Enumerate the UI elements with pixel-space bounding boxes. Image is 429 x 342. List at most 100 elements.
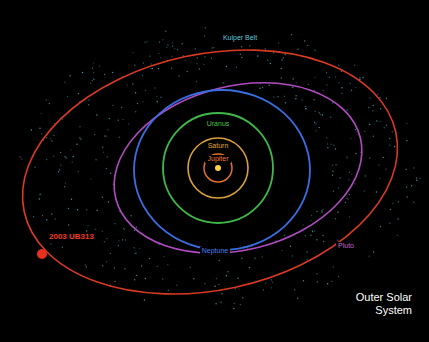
- belt-dot: [362, 77, 363, 78]
- belt-dot: [220, 301, 221, 302]
- belt-dot: [51, 213, 52, 214]
- belt-dot: [397, 218, 398, 219]
- belt-dot: [136, 226, 137, 227]
- belt-dot: [154, 87, 155, 88]
- belt-dot: [348, 179, 349, 180]
- belt-dot: [94, 134, 95, 135]
- belt-dot: [185, 60, 186, 61]
- belt-dot: [146, 41, 147, 42]
- belt-dot: [88, 104, 89, 105]
- belt-dot: [133, 247, 134, 248]
- belt-dot: [104, 74, 105, 75]
- belt-dot: [273, 96, 274, 97]
- neptune-orbit: [134, 90, 310, 250]
- belt-dot: [335, 148, 336, 149]
- belt-dot: [227, 271, 228, 272]
- belt-dot: [372, 110, 373, 111]
- belt-dot: [355, 153, 356, 154]
- belt-dot: [284, 235, 285, 236]
- belt-dot: [160, 57, 161, 58]
- belt-dot: [241, 258, 242, 259]
- belt-dot: [369, 97, 370, 98]
- belt-dot: [132, 83, 133, 84]
- belt-dot: [397, 235, 398, 236]
- belt-dot: [135, 92, 136, 93]
- belt-dot: [124, 268, 125, 269]
- belt-dot: [114, 267, 115, 268]
- belt-dot: [394, 146, 395, 147]
- belt-dot: [321, 210, 322, 211]
- belt-dot: [39, 193, 40, 194]
- belt-dot: [294, 289, 295, 290]
- belt-dot: [143, 62, 144, 63]
- belt-dot: [204, 35, 205, 36]
- belt-dot: [369, 124, 370, 125]
- belt-dot: [162, 39, 163, 40]
- belt-dot: [144, 42, 145, 43]
- belt-dot: [308, 84, 309, 85]
- belt-dot: [278, 42, 279, 43]
- belt-dot: [177, 49, 178, 50]
- belt-dot: [359, 77, 360, 78]
- belt-dot: [104, 135, 105, 136]
- belt-dot: [46, 99, 47, 100]
- belt-dot: [136, 252, 137, 253]
- belt-dot: [213, 47, 214, 48]
- belt-dot: [142, 75, 143, 76]
- belt-dot: [378, 164, 379, 165]
- object-label: 2003 UB313: [47, 233, 96, 242]
- belt-dot: [46, 219, 47, 220]
- belt-dot: [312, 230, 313, 231]
- belt-dot: [332, 165, 333, 166]
- belt-dot: [158, 68, 159, 69]
- belt-dot: [211, 57, 212, 58]
- belt-dot: [77, 209, 78, 210]
- belt-dot: [316, 211, 317, 212]
- belt-dot: [103, 152, 104, 153]
- ub313-orbit: [0, 17, 420, 327]
- belt-dot: [406, 186, 407, 187]
- planet-label: Jupiter: [205, 155, 230, 163]
- belt-dot: [53, 156, 54, 157]
- belt-dot: [78, 93, 79, 94]
- belt-dot: [106, 238, 107, 239]
- belt-dot: [107, 129, 108, 130]
- belt-dot: [51, 140, 52, 141]
- belt-dot: [107, 156, 108, 157]
- belt-dot: [136, 275, 137, 276]
- belt-dot: [265, 48, 266, 49]
- belt-dot: [317, 281, 318, 282]
- belt-dot: [90, 178, 91, 179]
- belt-dot: [203, 64, 204, 65]
- belt-dot: [34, 167, 35, 168]
- belt-dot: [109, 118, 110, 119]
- belt-dot: [376, 191, 377, 192]
- belt-dot: [335, 76, 336, 77]
- belt-dot: [376, 120, 377, 121]
- belt-dot: [261, 256, 262, 257]
- belt-dot: [99, 65, 100, 66]
- belt-dot: [150, 63, 151, 64]
- belt-dot: [59, 169, 60, 170]
- belt-dot: [114, 281, 115, 282]
- belt-dot: [301, 99, 302, 100]
- belt-dot: [93, 79, 94, 80]
- belt-dot: [369, 157, 370, 158]
- belt-dot: [297, 297, 298, 298]
- belt-dot: [345, 202, 346, 203]
- belt-dot: [333, 145, 334, 146]
- belt-dot: [102, 197, 103, 198]
- belt-dot: [19, 156, 20, 157]
- belt-dot: [292, 255, 293, 256]
- belt-dot: [339, 177, 340, 178]
- belt-dot: [346, 156, 347, 157]
- belt-dot: [291, 34, 292, 35]
- belt-dot: [316, 239, 317, 240]
- belt-dot: [134, 279, 135, 280]
- belt-dot: [65, 182, 66, 183]
- belt-dot: [176, 285, 177, 286]
- planet-label: Uranus: [205, 120, 232, 128]
- belt-dot: [254, 257, 255, 258]
- belt-dot: [305, 108, 306, 109]
